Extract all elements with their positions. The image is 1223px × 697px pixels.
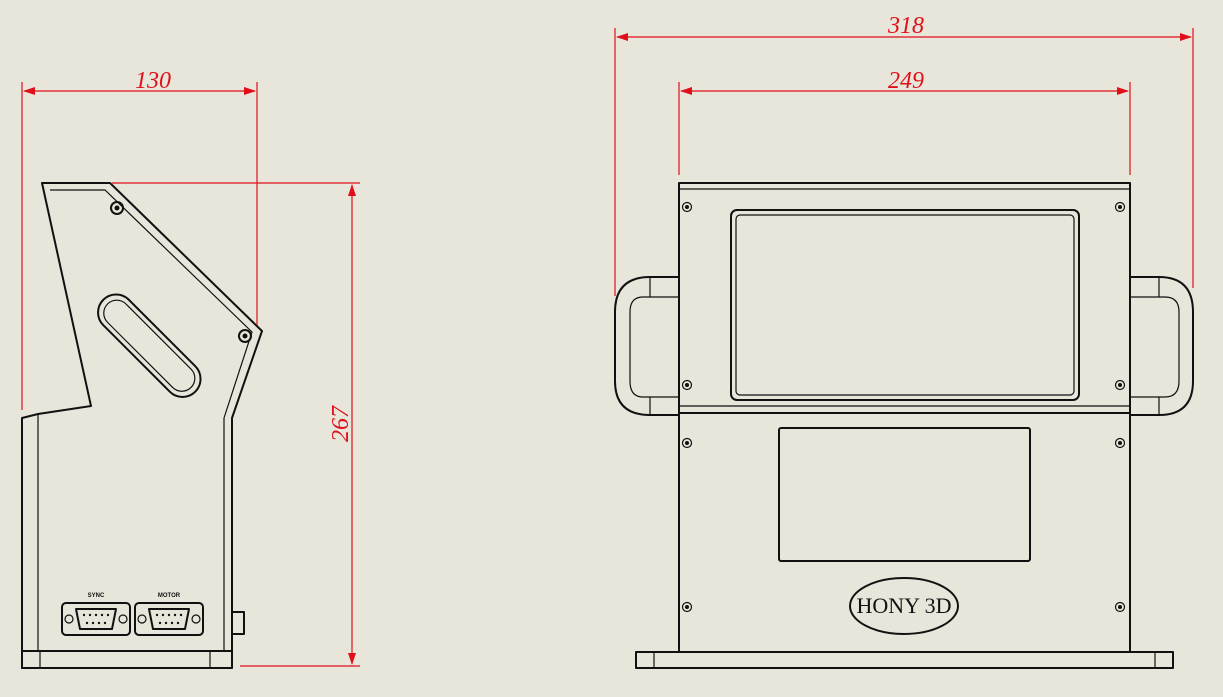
motor-connector: MOTOR [134, 593, 204, 636]
front-view-top-window [730, 209, 1080, 401]
front-view-display-panel [778, 427, 1031, 562]
sync-connector: SYNC [61, 593, 131, 636]
side-view-handle-slot [97, 293, 202, 398]
dimension-label-318: 318 [887, 13, 924, 39]
front-view-body [678, 182, 1131, 653]
front-view-base [635, 651, 1174, 669]
dimension-label-267: 267 [328, 405, 354, 442]
sync-label: SYNC [88, 593, 105, 599]
screw-icon [681, 437, 693, 449]
logo-text: HONY 3D [856, 593, 951, 618]
dimension-front-body-width: 249 [678, 68, 1131, 175]
side-view: SYNC MOTOR 130 267 [21, 68, 360, 669]
motor-label: MOTOR [158, 593, 181, 599]
dimension-label-130: 130 [135, 68, 171, 94]
left-handle [614, 276, 679, 416]
screw-icon [1114, 201, 1126, 213]
screw-icon [681, 379, 693, 391]
dimension-front-overall-width: 318 [614, 13, 1194, 296]
side-view-base [21, 650, 233, 669]
screw-icon [681, 201, 693, 213]
screw-icon [1114, 437, 1126, 449]
dimension-label-249: 249 [888, 68, 924, 94]
screw-icon [238, 329, 252, 343]
side-view-profile [21, 182, 263, 669]
screw-icon [110, 201, 124, 215]
brand-logo: HONY 3D [849, 577, 959, 635]
dimension-side-height: 267 [112, 182, 360, 667]
side-view-knob [231, 611, 245, 635]
right-handle [1130, 276, 1194, 416]
screw-icon [681, 601, 693, 613]
dimension-side-width: 130 [21, 68, 258, 410]
side-view-inner-line [50, 189, 253, 419]
front-view: HONY 3D 318 249 [614, 13, 1194, 669]
screw-icon [1114, 379, 1126, 391]
screw-icon [1114, 601, 1126, 613]
